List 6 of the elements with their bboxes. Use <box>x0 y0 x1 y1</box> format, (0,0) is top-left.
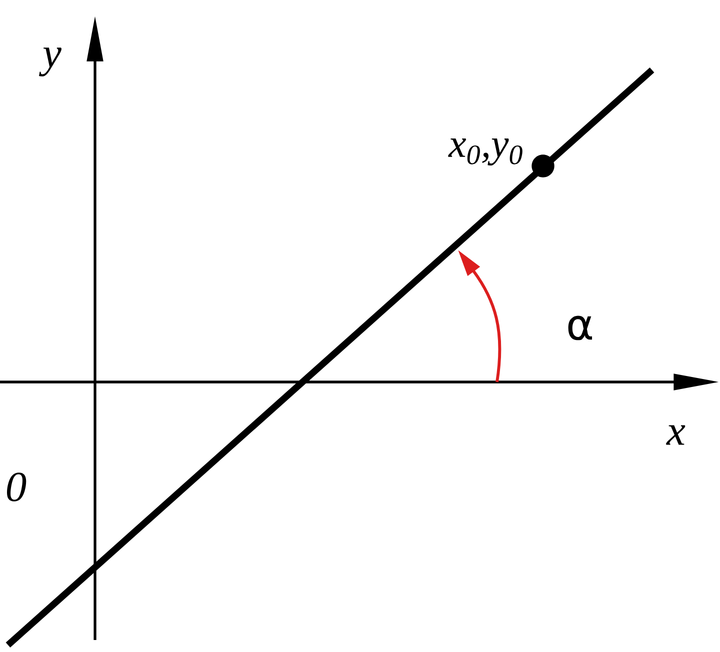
angle-label: α <box>568 316 592 340</box>
point-marker <box>532 154 554 178</box>
axis-label: x <box>666 425 686 445</box>
origin-label: 0 <box>7 472 26 502</box>
axis-label: y <box>38 48 62 76</box>
point-label: x$_{0}$,y$_{0}$ <box>448 138 522 166</box>
